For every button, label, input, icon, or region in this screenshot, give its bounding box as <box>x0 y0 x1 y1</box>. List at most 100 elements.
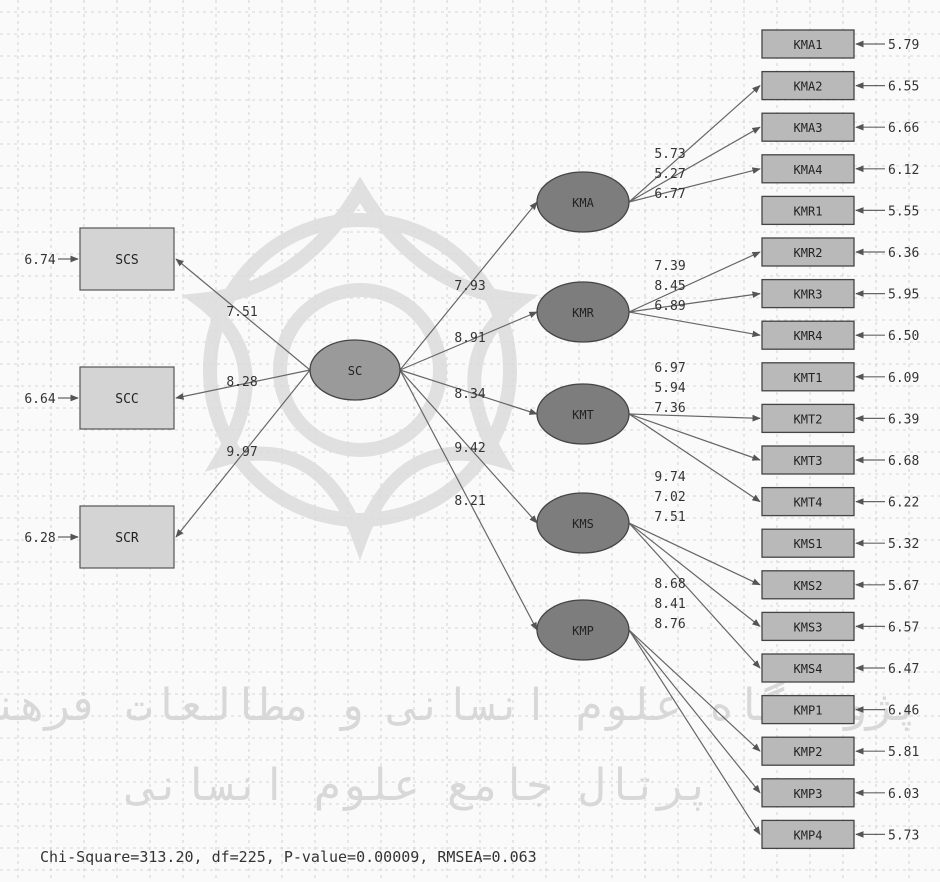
indicator-box-kmr4 <box>761 320 855 350</box>
error-variance-kms1: 5.32 <box>888 537 919 552</box>
error-variance-kmr4: 6.50 <box>888 329 919 344</box>
error-variance-scs: 6.74 <box>24 253 55 268</box>
indicator-label-kmp1: KMP1 <box>794 704 823 718</box>
indicator-box-kmp2 <box>761 736 855 766</box>
loading-path-kmp2 <box>628 629 761 752</box>
indicator-label-kmp4: KMP4 <box>794 828 823 842</box>
observed-box-scr <box>79 505 175 569</box>
indicator-label-kma2: KMA2 <box>794 80 823 94</box>
indicator-box-kmp4 <box>761 819 855 850</box>
error-variance-kmt4: 6.22 <box>888 496 919 511</box>
error-variance-kma4: 6.12 <box>888 163 919 178</box>
error-variance-kma3: 6.66 <box>888 121 919 136</box>
indicator-label-kmt1: KMT1 <box>794 371 823 385</box>
error-variance-kma1: 5.79 <box>888 38 919 53</box>
nodes: SCSSCCSCRKMA1KMA2KMA3KMA4KMAKMR1KMR2KMR3… <box>79 29 855 850</box>
loading-label-scs: 7.51 <box>226 305 257 320</box>
loading-path-kmt2 <box>628 413 761 422</box>
indicator-box-kmt2 <box>761 403 855 434</box>
error-variance-kmp2: 5.81 <box>888 745 919 760</box>
loading-label-kmp2: 8.68 <box>654 577 685 592</box>
loading-label-scr: 9.97 <box>226 445 257 460</box>
indicator-label-kma1: KMA1 <box>794 38 823 52</box>
loading-label-kmp4: 8.76 <box>654 617 685 632</box>
latent-label-kms: KMS <box>572 517 594 531</box>
structural-path-kms <box>399 369 538 524</box>
indicator-box-kms4 <box>761 653 855 683</box>
error-variance-kms4: 6.47 <box>888 662 919 677</box>
latent-ellipse-kmt <box>536 383 630 445</box>
loading-label-kmt2: 6.97 <box>654 361 685 376</box>
path-label-kmp: 8.21 <box>454 494 485 509</box>
coefficient-labels: 6.747.516.648.286.289.977.935.795.736.55… <box>24 38 919 843</box>
indicator-label-kmp3: KMP3 <box>794 787 823 801</box>
loading-path-kma2 <box>628 85 761 203</box>
indicator-label-kma4: KMA4 <box>794 163 823 177</box>
indicator-box-kmt1 <box>761 362 855 392</box>
path-label-kmt: 8.34 <box>454 387 485 402</box>
error-variance-kmt2: 6.39 <box>888 412 919 427</box>
error-variance-kma2: 6.55 <box>888 80 919 95</box>
indicator-box-kms2 <box>761 570 855 600</box>
loading-label-kms3: 7.02 <box>654 490 685 505</box>
error-variance-kmt3: 6.68 <box>888 454 919 469</box>
watermark-emblem <box>181 176 539 561</box>
indicator-label-kmt2: KMT2 <box>794 412 823 426</box>
latent-label-sc: SC <box>348 364 362 378</box>
error-variance-kmp4: 5.73 <box>888 828 919 843</box>
loading-path-kmr3 <box>628 291 761 313</box>
error-variance-kmr1: 5.55 <box>888 204 919 219</box>
indicator-label-kmr1: KMR1 <box>794 204 823 218</box>
structural-path-kma <box>399 201 538 371</box>
loading-label-kma3: 5.27 <box>654 167 685 182</box>
indicator-box-kma4 <box>761 154 855 184</box>
loading-label-kmt3: 5.94 <box>654 381 685 396</box>
loading-path-kmp4 <box>628 629 761 836</box>
indicator-box-kmr1 <box>761 195 855 226</box>
loading-label-kms2: 9.74 <box>654 470 685 485</box>
loading-path-scc <box>175 369 311 400</box>
indicator-label-kms3: KMS3 <box>794 620 823 634</box>
loading-path-scr <box>175 369 311 538</box>
latent-ellipse-kmp <box>536 599 630 661</box>
observed-label-scc: SCC <box>115 392 138 407</box>
loading-label-scc: 8.28 <box>226 375 257 390</box>
indicator-box-kma1 <box>761 29 855 59</box>
loading-path-kmp3 <box>628 629 761 794</box>
loading-label-kma2: 5.73 <box>654 147 685 162</box>
latent-ellipse-kma <box>536 171 630 233</box>
indicator-label-kma3: KMA3 <box>794 121 823 135</box>
observed-label-scr: SCR <box>115 531 139 546</box>
latent-ellipse-kmr <box>536 281 630 343</box>
indicator-label-kms4: KMS4 <box>794 662 823 676</box>
indicator-label-kmr3: KMR3 <box>794 288 823 302</box>
error-variance-kmt1: 6.09 <box>888 371 919 386</box>
loading-label-kma4: 6.77 <box>654 187 685 202</box>
fit-statistics: Chi-Square=313.20, df=225, P-value=0.000… <box>40 848 537 866</box>
structural-path-kmr <box>399 311 538 371</box>
observed-label-scs: SCS <box>115 253 138 268</box>
latent-ellipse-kms <box>536 492 630 554</box>
path-label-kms: 9.42 <box>454 441 485 456</box>
indicator-label-kmt4: KMT4 <box>794 496 823 510</box>
indicator-box-kmp3 <box>761 778 855 808</box>
indicator-label-kmp2: KMP2 <box>794 745 823 759</box>
loading-label-kmr4: 6.89 <box>654 299 685 314</box>
indicator-label-kms1: KMS1 <box>794 537 823 551</box>
latent-label-kmp: KMP <box>572 624 594 638</box>
error-variance-kms3: 6.57 <box>888 620 919 635</box>
indicator-box-kmr2 <box>761 237 855 267</box>
paths <box>58 40 885 838</box>
indicator-box-kmp1 <box>761 694 855 725</box>
loading-path-kmt3 <box>628 413 761 461</box>
loading-label-kmr2: 7.39 <box>654 259 685 274</box>
loading-label-kmp3: 8.41 <box>654 597 685 612</box>
error-variance-kmr3: 5.95 <box>888 288 919 303</box>
error-variance-kmp3: 6.03 <box>888 787 919 802</box>
loading-path-kms4 <box>628 522 761 669</box>
loading-path-kms3 <box>628 522 761 627</box>
latent-ellipse-sc <box>309 339 401 401</box>
structural-path-kmp <box>399 369 538 631</box>
